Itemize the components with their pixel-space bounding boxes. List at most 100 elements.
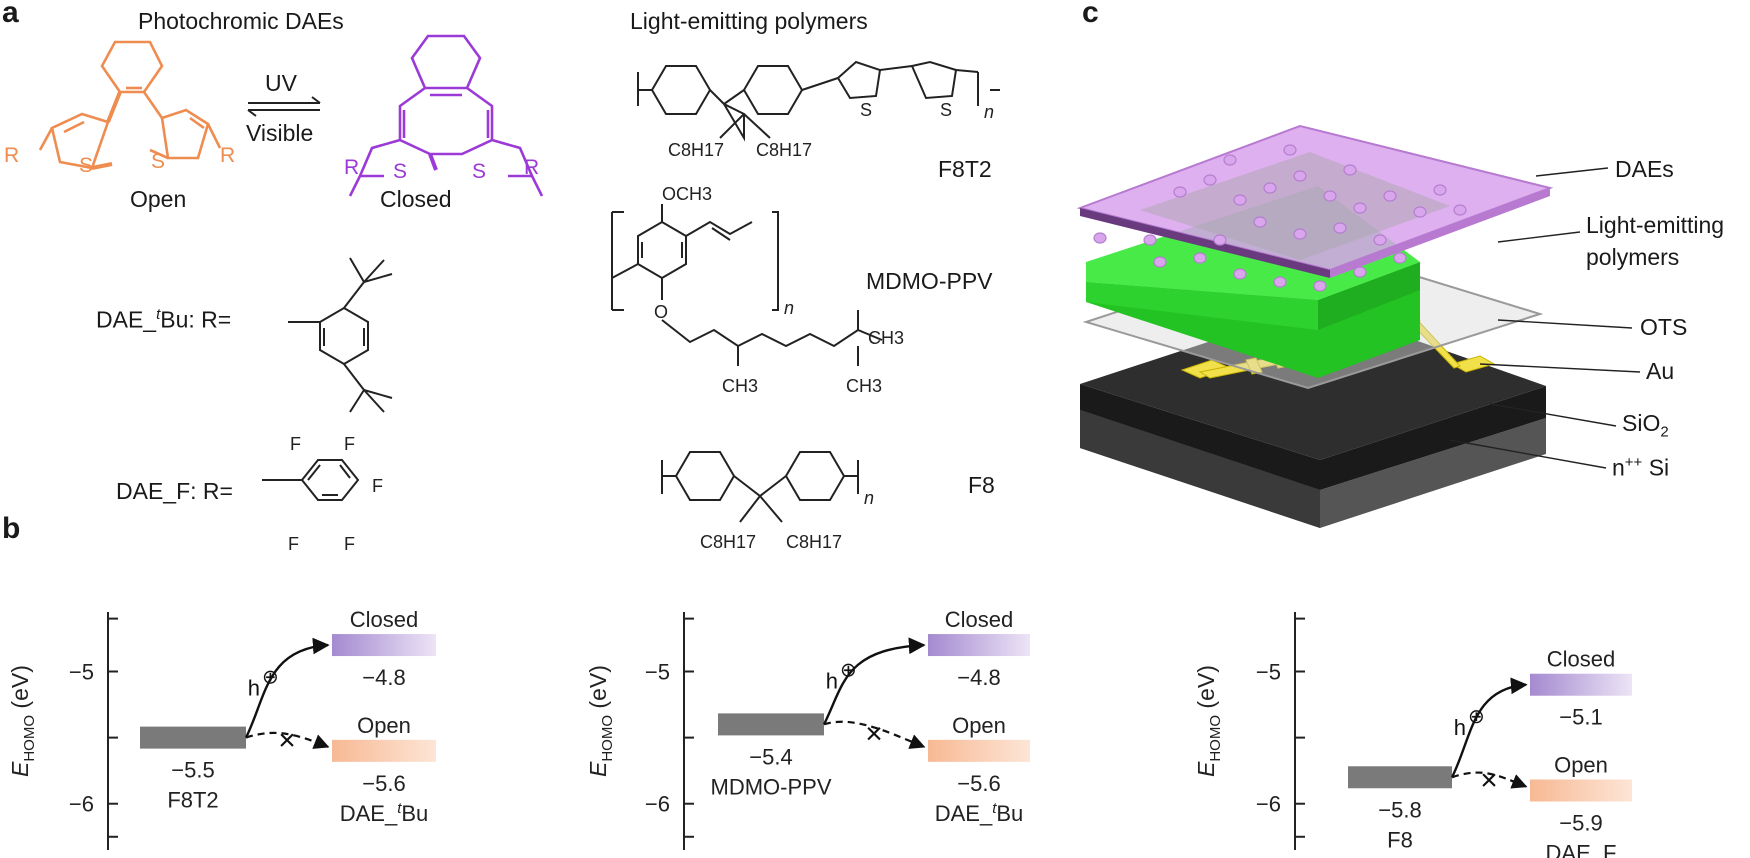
polymer-name: MDMO-PPV	[711, 774, 832, 799]
label-uv: UV	[265, 70, 297, 96]
layer-label-au: Au	[1646, 358, 1675, 384]
open-level-bar	[928, 739, 1030, 762]
blocked-cross-icon: ×	[1480, 764, 1498, 797]
dae-name: DAE_tBu	[935, 800, 1024, 826]
label-dae-f: DAE_F: R=	[116, 478, 233, 504]
equilibrium-arrows	[247, 96, 321, 117]
f8t2-n: n	[984, 102, 994, 122]
closed-atom-s-right: S	[472, 160, 486, 183]
sio2-layer	[1080, 384, 1546, 490]
hole-label: h	[248, 675, 260, 700]
mdmo-n: n	[784, 298, 794, 318]
hole-transfer-arrow	[1450, 677, 1528, 778]
y-axis-label: EHOMO (eV)	[1193, 665, 1224, 777]
open-level-value: −5.6	[362, 771, 405, 796]
fluorine-4: F	[288, 534, 299, 554]
hole-transfer-arrow	[244, 637, 330, 739]
f8-n: n	[864, 488, 874, 508]
label-f8: F8	[968, 472, 995, 498]
f8t2-atom-s-1: S	[860, 100, 872, 120]
open-level-value: −5.9	[1559, 811, 1602, 836]
closed-name: Closed	[350, 607, 418, 632]
polymer-level-value: −5.5	[171, 758, 214, 783]
polymer-name: F8	[1387, 827, 1413, 852]
closed-name: Closed	[945, 607, 1013, 632]
open-atom-s-left: S	[79, 154, 93, 177]
f8-c8h17-left: C8H17	[700, 532, 756, 552]
hole-plus-icon: ⊕	[262, 666, 279, 688]
open-dae-structure	[38, 40, 222, 170]
blocked-transfer-arrow	[823, 720, 926, 749]
panel-letter-b: b	[2, 512, 21, 545]
polymer-level-bar	[1348, 766, 1452, 789]
polymer-level-bar	[718, 713, 824, 736]
mdmo-ch3-2: CH3	[868, 328, 904, 348]
open-level-bar	[1530, 779, 1632, 802]
blocked-cross-icon: ×	[278, 724, 296, 757]
layer-label-sio2: SiO2	[1622, 410, 1669, 441]
polymer-level-value: −5.4	[749, 744, 792, 769]
layer-label-ots: OTS	[1640, 314, 1688, 340]
open-atom-r-left: R	[4, 144, 19, 167]
label-closed: Closed	[380, 186, 452, 212]
energy-chart-3: −5 −6 EHOMO (eV) −5.8 −5.1 −5.9F8 ClosedOpenDA…	[1193, 612, 1632, 858]
layer-label-daes: DAEs	[1615, 156, 1674, 182]
open-name: Open	[952, 713, 1006, 738]
f8t2-c8h17-right: C8H17	[756, 140, 812, 160]
blocked-transfer-arrow	[1451, 771, 1528, 789]
y-axis-label: EHOMO (eV)	[585, 665, 616, 777]
closed-level-bar	[332, 634, 436, 657]
closed-atom-s-left: S	[393, 160, 407, 183]
blocked-cross-icon: ×	[865, 718, 883, 751]
y-tick-label: −5	[1256, 660, 1281, 685]
dae-name: DAE_F	[1546, 841, 1617, 858]
y-tick-label: −6	[645, 792, 670, 817]
closed-name: Closed	[1547, 647, 1615, 672]
mdmo-ch3-1: CH3	[722, 376, 758, 396]
closed-atom-r-left: R	[344, 156, 359, 179]
title-light-emitting: Light-emitting polymers	[630, 8, 868, 34]
f8-c8h17-right: C8H17	[786, 532, 842, 552]
mdmo-ppv-structure	[611, 204, 883, 366]
y-tick-label: −6	[1256, 792, 1281, 817]
title-photochromic: Photochromic DAEs	[138, 8, 344, 34]
mdmo-ch3-3: CH3	[846, 376, 882, 396]
polymer-level-bar	[140, 726, 246, 749]
blocked-transfer-arrow	[245, 731, 330, 749]
closed-level-value: −5.1	[1559, 705, 1602, 730]
f8t2-c8h17-left: C8H17	[668, 140, 724, 160]
mdmo-oxygen: O	[654, 302, 668, 322]
label-open: Open	[130, 186, 187, 212]
panel-letter-a: a	[2, 0, 19, 29]
label-f8t2: F8T2	[938, 156, 992, 182]
open-name: Open	[357, 713, 411, 738]
open-atom-s-right: S	[151, 150, 165, 173]
tbu-substituent-structure	[288, 257, 393, 413]
fluorine-2: F	[344, 434, 355, 454]
f8t2-structure	[637, 60, 1000, 142]
dae-name: DAE_tBu	[340, 800, 429, 826]
dae-molecule-dots	[1093, 144, 1467, 292]
polymer-name: F8T2	[167, 788, 218, 813]
open-level-value: −5.6	[957, 771, 1000, 796]
label-visible: Visible	[246, 120, 314, 146]
closed-level-bar	[1530, 673, 1632, 696]
hole-plus-icon: ⊕	[840, 660, 857, 682]
f8-structure	[661, 451, 859, 523]
y-axis-label: EHOMO (eV)	[7, 665, 38, 777]
y-tick-label: −6	[69, 792, 94, 817]
hole-transfer-arrow	[822, 637, 926, 725]
panel-letter-c: c	[1082, 0, 1099, 29]
label-dae-tbu: DAE_tBu: R=	[96, 306, 232, 333]
layer-label-lep-2: polymers	[1586, 244, 1680, 270]
polymer-level-value: −5.8	[1378, 797, 1421, 822]
layer-leader-lines	[1449, 167, 1641, 469]
open-name: Open	[1554, 753, 1608, 778]
hole-label: h	[826, 669, 838, 694]
layer-label-lep-1: Light-emitting	[1586, 212, 1725, 238]
label-mdmo-ppv: MDMO-PPV	[866, 268, 993, 294]
